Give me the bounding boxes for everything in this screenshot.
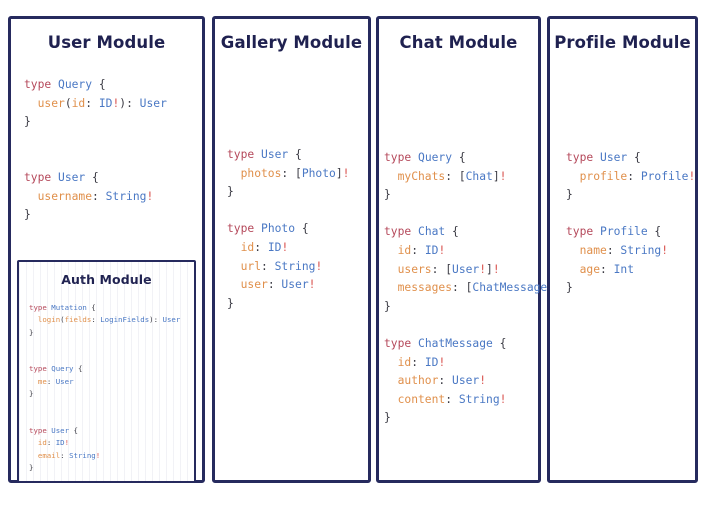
schema-code-auth: type Mutation { login(fields: LoginField… (29, 303, 181, 472)
module-title-gallery: Gallery Module (220, 33, 363, 52)
schema-code-chat: type Query { myChats: [Chat]! } type Cha… (384, 151, 561, 425)
module-card-gallery[interactable]: Gallery Module type User { photos: [Phot… (212, 16, 371, 483)
module-title-user: User Module (47, 33, 166, 52)
module-card-user[interactable]: User Module type Query { user(id: ID!): … (8, 16, 205, 483)
schema-code-gallery: type User { photos: [Photo]! } type Phot… (227, 148, 350, 310)
schema-code-profile: type User { profile: Profile! } type Pro… (566, 151, 696, 295)
module-card-profile[interactable]: Profile Module type User { profile: Prof… (547, 16, 698, 483)
module-card-chat[interactable]: Chat Module type Query { myChats: [Chat]… (376, 16, 561, 483)
schema-code-user: type Query { user(id: ID!): User } type … (24, 78, 167, 222)
module-title-profile: Profile Module (554, 33, 691, 52)
module-card-auth[interactable]: Auth Module type Mutation { login(fields… (17, 260, 196, 483)
module-title-auth: Auth Module (61, 272, 152, 287)
module-title-chat: Chat Module (399, 33, 518, 52)
